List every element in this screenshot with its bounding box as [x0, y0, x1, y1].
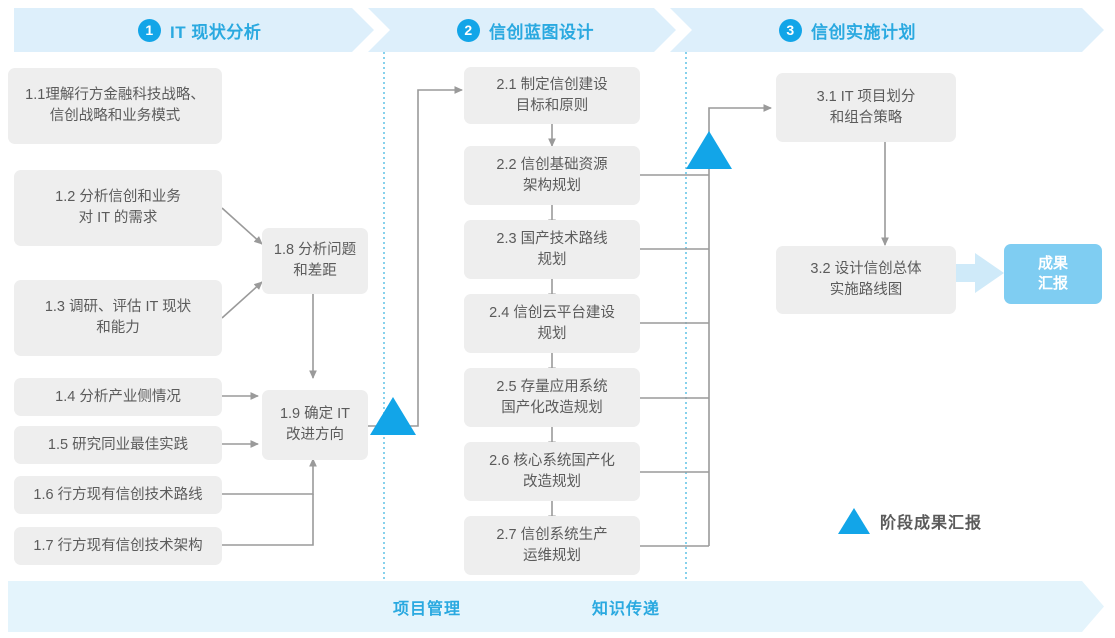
node-2-7[interactable]: 2.7 信创系统生产 运维规划 [464, 516, 640, 575]
node-2-5[interactable]: 2.5 存量应用系统 国产化改造规划 [464, 368, 640, 427]
milestone-triangle-phase2 [686, 131, 732, 169]
milestone-triangle-phase1 [370, 397, 416, 435]
node-1-1[interactable]: 1.1理解行方金融科技战略、 信创战略和业务模式 [8, 68, 222, 144]
phase-3-header[interactable]: 3 信创实施计划 [779, 8, 916, 52]
result-report-badge[interactable]: 成果 汇报 [1004, 244, 1102, 304]
legend-label: 阶段成果汇报 [880, 515, 983, 532]
wire-13-to-18 [221, 281, 263, 319]
node-1-8[interactable]: 1.8 分析问题 和差距 [262, 228, 368, 294]
node-3-1[interactable]: 3.1 IT 项目划分 和组合策略 [776, 73, 956, 142]
result-arrow-icon [948, 253, 1004, 293]
triangle-icon [838, 508, 870, 534]
node-1-4[interactable]: 1.4 分析产业侧情况 [14, 378, 222, 416]
node-1-9[interactable]: 1.9 确定 IT 改进方向 [262, 390, 368, 460]
node-2-6[interactable]: 2.6 核心系统国产化 改造规划 [464, 442, 640, 501]
footer-item-knowledge-transfer[interactable]: 知识传递 [592, 600, 661, 618]
phase-3-number: 3 [779, 18, 802, 42]
node-1-5[interactable]: 1.5 研究同业最佳实践 [14, 426, 222, 464]
phase-3-label: 信创实施计划 [811, 22, 916, 42]
wire-16-to-19 [222, 457, 317, 495]
node-2-4[interactable]: 2.4 信创云平台建设 规划 [464, 294, 640, 353]
node-1-3[interactable]: 1.3 调研、评估 IT 现状 和能力 [14, 280, 222, 356]
wire-19-to-21 [368, 86, 464, 427]
phase-2-header[interactable]: 2 信创蓝图设计 [457, 8, 594, 52]
phase-2-number: 2 [457, 18, 480, 42]
node-2-2[interactable]: 2.2 信创基础资源 架构规划 [464, 146, 640, 205]
wire-17-to-19 [222, 494, 314, 546]
node-1-2[interactable]: 1.2 分析信创和业务 对 IT 的需求 [14, 170, 222, 246]
phase-1-label: IT 现状分析 [170, 22, 262, 42]
node-1-7[interactable]: 1.7 行方现有信创技术架构 [14, 527, 222, 565]
node-1-6[interactable]: 1.6 行方现有信创技术路线 [14, 476, 222, 514]
node-3-2[interactable]: 3.2 设计信创总体 实施路线图 [776, 246, 956, 314]
wire-bus-to-31 [708, 104, 773, 546]
node-2-3[interactable]: 2.3 国产技术路线 规划 [464, 220, 640, 279]
node-2-1[interactable]: 2.1 制定信创建设 目标和原则 [464, 67, 640, 124]
footer-item-project-management[interactable]: 项目管理 [393, 600, 462, 618]
legend-milestone: 阶段成果汇报 [838, 508, 982, 534]
phase-band [0, 8, 1115, 52]
phase-2-label: 信创蓝图设计 [489, 22, 594, 42]
wire-12-to-18 [221, 207, 263, 245]
phase-1-number: 1 [138, 18, 161, 42]
footer-band [0, 581, 1115, 632]
phase-1-header[interactable]: 1 IT 现状分析 [138, 8, 261, 52]
